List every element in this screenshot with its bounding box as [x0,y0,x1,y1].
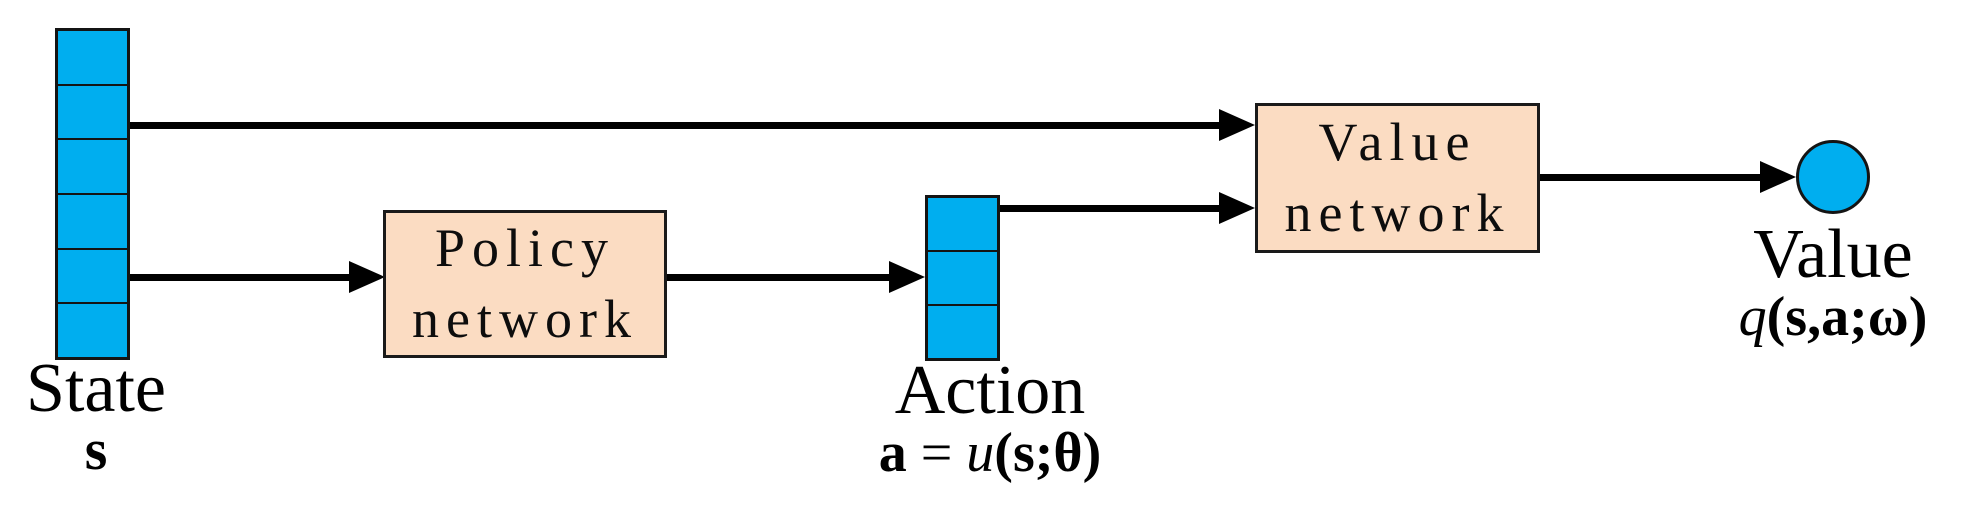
state-label: State [26,350,166,427]
arrow-shaft [667,273,899,281]
value-label: Value [1753,216,1913,293]
formula-part: θ [1053,422,1083,484]
arrow-state-to-policy-network [130,261,385,293]
value-network-label-line1: Value [1318,112,1477,172]
formula-part: , [1807,286,1822,348]
arrowhead-icon [349,261,385,293]
formula-part: ; [1034,422,1054,484]
arrowhead-icon [1219,192,1255,224]
formula-part: a [878,422,907,484]
arrowhead-icon [889,261,925,293]
formula-part: q [1738,286,1767,348]
arrow-value-network-to-value-node [1540,161,1796,193]
value-formula: q(s,a;ω) [1680,289,1982,345]
formula-part: u [966,422,995,484]
vector-cell [928,250,997,304]
action-formula: a = u(s;θ) [815,425,1165,481]
action-label-block: Action a = u(s;θ) [815,352,1165,482]
arrow-shaft [1540,173,1770,181]
vector-cell [58,31,127,84]
state-label-block: State s [6,350,186,482]
arrow-shaft [130,273,359,281]
state-symbol: s [84,417,108,482]
value-network-label-line2: network [1284,183,1511,243]
formula-part: ; [1849,286,1868,348]
arrow-policy-network-to-action [667,261,925,293]
formula-part: s [1785,286,1808,348]
formula-part: = [906,422,967,484]
vector-cell [58,247,127,303]
value-network-box: Value network [1255,103,1540,253]
formula-part: a [1821,286,1850,348]
arrow-shaft [1000,204,1229,212]
vector-cell [58,83,127,139]
arrow-shaft [130,121,1229,129]
arrow-action-to-value-network [1000,192,1255,224]
vector-cell [58,302,127,358]
formula-part: ) [1908,286,1928,348]
arrowhead-icon [1760,161,1796,193]
formula-part: ) [1082,422,1102,484]
vector-cell [58,138,127,194]
arrowhead-icon [1219,109,1255,141]
state-vector [55,28,130,360]
policy-network-box: Policy network [383,210,667,358]
value-node-circle [1796,140,1870,214]
vector-cell [928,304,997,358]
formula-part: s [1012,422,1035,484]
action-label: Action [894,352,1086,429]
value-label-block: Value q(s,a;ω) [1680,216,1982,346]
action-vector [925,195,1000,361]
arrow-state-to-value-network [130,109,1255,141]
policy-network-label-line1: Policy [434,218,615,278]
policy-network-label-line2: network [412,289,638,349]
vector-cell [928,198,997,250]
formula-part: ω [1867,286,1909,348]
vector-cell [58,193,127,248]
formula-part: ( [994,422,1013,484]
formula-part: ( [1766,286,1786,348]
